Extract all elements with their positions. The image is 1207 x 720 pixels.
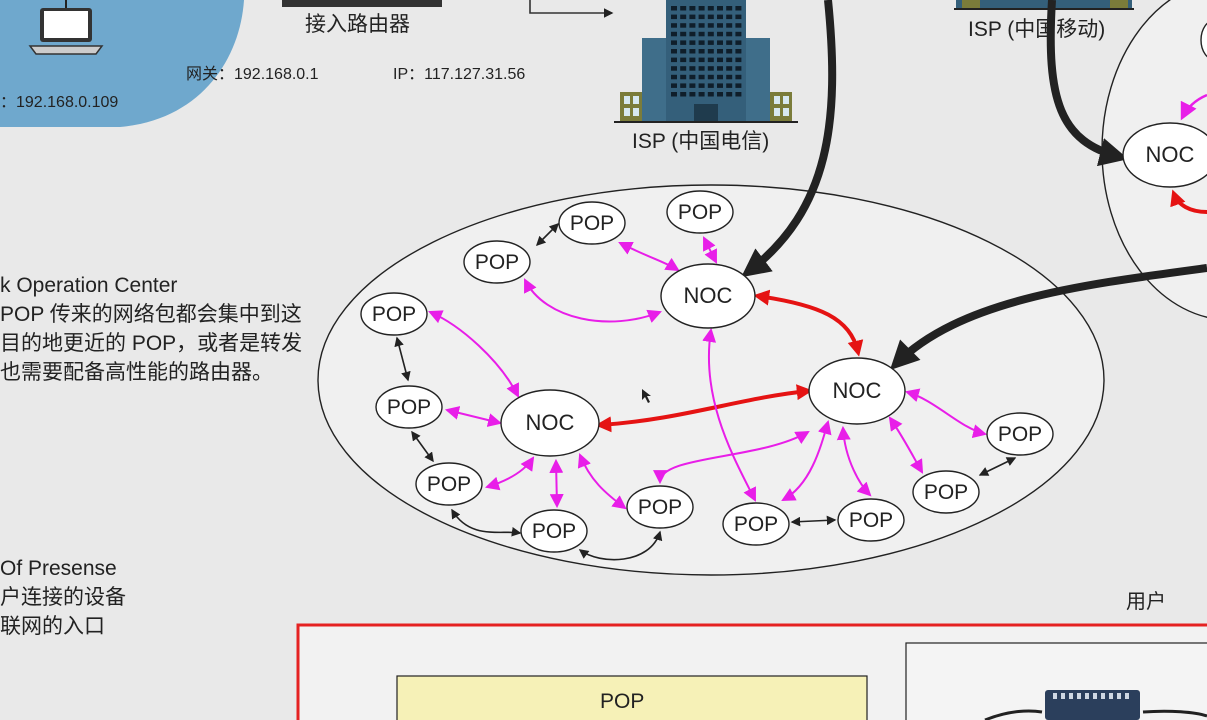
- pop-node: POP: [375, 385, 443, 429]
- noc-right-node: NOC: [808, 357, 906, 425]
- arrow-right-to-noc-mid: [889, 264, 1207, 371]
- pop-box-label: POP: [600, 690, 645, 713]
- pop-label: POP: [849, 509, 893, 532]
- arrow-isp-to-noc-top: [741, 0, 837, 278]
- pop-label: POP: [678, 201, 722, 224]
- noc-label: NOC: [833, 378, 882, 403]
- pop-label: POP: [734, 513, 778, 536]
- pop-node: POP: [558, 201, 626, 245]
- mouse-cursor-icon: [642, 389, 651, 403]
- pop-label: POP: [387, 396, 431, 419]
- pop-node: POP: [666, 190, 734, 234]
- nodes-layer: NOC NOC NOC NOC POP POP POP POP POP POP POP POP POP P…: [360, 122, 1207, 553]
- pop-note-line: 联网的入口: [0, 615, 105, 638]
- switch-icon: [1045, 690, 1140, 720]
- gateway-label: 网关：192.168.0.1: [186, 66, 319, 83]
- isp-mobile-building-icon: [954, 0, 1134, 10]
- router-label: 接入路由器: [305, 13, 410, 36]
- user-label: 用户: [1126, 591, 1166, 613]
- pop-node: POP: [415, 462, 483, 506]
- pop-label: POP: [427, 473, 471, 496]
- noc-top-node: NOC: [660, 263, 756, 329]
- pop-label: POP: [475, 251, 519, 274]
- laptop-icon: [28, 8, 104, 55]
- pop-node: POP: [722, 502, 790, 546]
- pop-node: POP: [626, 485, 694, 529]
- pop-node: POP: [360, 292, 428, 336]
- pop-label: POP: [532, 520, 576, 543]
- pop-node: POP: [912, 470, 980, 514]
- noc-mobile-node: NOC: [1122, 122, 1207, 188]
- noc-note-line: k Operation Center: [0, 274, 178, 297]
- pop-note-line: Of Presense: [0, 557, 117, 580]
- pop-node: POP: [463, 240, 531, 284]
- pop-note-line: 户连接的设备: [0, 586, 126, 609]
- pop-node: POP: [837, 498, 905, 542]
- noc-label: NOC: [526, 410, 575, 435]
- laptop-ip-label: ：192.168.0.109: [0, 94, 119, 111]
- pop-noc-links: [428, 236, 988, 510]
- pop-box: [396, 675, 868, 720]
- pop-node: POP: [520, 509, 588, 553]
- pop-pop-links: [394, 222, 1017, 561]
- pop-node: POP: [986, 412, 1054, 456]
- noc-label: NOC: [1146, 142, 1195, 167]
- ip-label: IP：117.127.31.56: [393, 66, 526, 83]
- noc-label: NOC: [684, 283, 733, 308]
- pop-label: POP: [924, 481, 968, 504]
- pop-label: POP: [638, 496, 682, 519]
- isp-telecom-building-icon: [614, 0, 798, 123]
- pop-label: POP: [372, 303, 416, 326]
- pop-label: POP: [998, 423, 1042, 446]
- noc-left-node: NOC: [500, 389, 600, 457]
- isp-telecom-label: ISP (中国电信): [632, 130, 770, 153]
- router-bar: [282, 0, 442, 7]
- pop-label: POP: [570, 212, 614, 235]
- arrow-mobile-isp-to-noc: [1046, 0, 1129, 167]
- isp-mobile-label: ISP (中国移动): [968, 18, 1106, 41]
- noc-note-line: 目的地更近的 POP，或者是转发: [0, 332, 303, 355]
- noc-note-line: 也需要配备高性能的路由器。: [0, 361, 273, 384]
- noc-note-line: POP 传来的网络包都会集中到这: [0, 303, 302, 326]
